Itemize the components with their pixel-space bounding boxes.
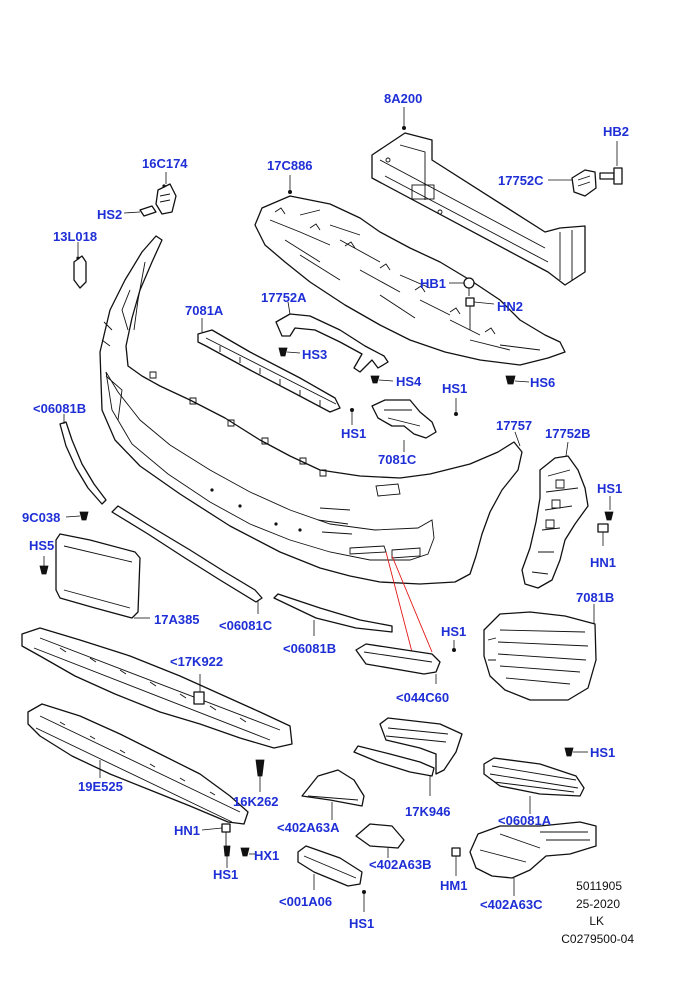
undertray-19e525	[27, 703, 265, 825]
drawing-date: 25-2020	[575, 897, 620, 911]
callout-17a385[interactable]: 17A385	[154, 612, 200, 627]
drawing-initials: LK	[589, 914, 604, 928]
beam-7081a	[197, 318, 341, 413]
callout-hs5[interactable]: HS5	[29, 538, 55, 553]
trim-044c60	[355, 640, 456, 684]
air-deflector-17c886	[254, 175, 566, 366]
callout-17k946[interactable]: 17K946	[405, 804, 451, 819]
callout-hb2[interactable]: HB2	[603, 124, 630, 139]
bracket-17752c	[548, 141, 623, 197]
callout-044c60[interactable]: <044C60	[396, 690, 450, 705]
small-fasteners-upper	[76, 184, 166, 260]
callout-hs1-a[interactable]: HS1	[442, 381, 468, 396]
duct-402a63c	[451, 821, 597, 896]
grille-7081b	[483, 604, 597, 701]
bumper-beam-8a200	[371, 107, 586, 286]
callout-402a63a[interactable]: <402A63A	[277, 820, 340, 835]
fastener-hb1-hn2	[449, 277, 495, 330]
callout-13l018[interactable]: 13L018	[53, 229, 98, 244]
callout-hs4[interactable]: HS4	[396, 374, 422, 389]
callout-06081b-b[interactable]: <06081B	[283, 641, 337, 656]
grille-06081a	[483, 747, 588, 814]
callout-16c174[interactable]: 16C174	[142, 156, 188, 171]
clip-9c038	[65, 511, 89, 521]
callout-9c038[interactable]: 9C038	[22, 510, 61, 525]
callout-8a200[interactable]: 8A200	[384, 91, 423, 106]
bracket-16c174	[123, 172, 177, 217]
red-leader-lines	[385, 551, 433, 653]
callout-402a63c[interactable]: <402A63C	[480, 897, 543, 912]
drawing-reference: C0279500-04	[561, 932, 634, 946]
callout-hs1-f[interactable]: HS1	[213, 867, 239, 882]
callout-17k922[interactable]: <17K922	[170, 654, 224, 669]
callout-7081b[interactable]: 7081B	[576, 590, 615, 605]
fasteners-bottom-left	[201, 823, 256, 868]
drawing-code: 5011905	[576, 879, 622, 893]
callout-06081b-a[interactable]: <06081B	[33, 401, 87, 416]
trim-402a63a	[301, 769, 365, 820]
callout-16k262[interactable]: 16K262	[233, 794, 279, 809]
trim-strip-06081b-lower	[273, 593, 393, 636]
callout-hs2[interactable]: HS2	[97, 207, 123, 222]
callout-402a63b[interactable]: <402A63B	[369, 857, 432, 872]
callout-hx1[interactable]: HX1	[254, 848, 280, 863]
grille-insert-17k946	[379, 717, 463, 775]
bumper-cover-17757	[99, 235, 523, 585]
callout-hs1-e[interactable]: HS1	[590, 745, 616, 760]
undertray-17k922	[21, 627, 293, 749]
callout-hs1-d[interactable]: HS1	[441, 624, 467, 639]
screw-hs6	[505, 375, 530, 385]
bracket-17752a	[275, 301, 394, 384]
callout-17752a[interactable]: 17752A	[261, 290, 307, 305]
callout-17752b[interactable]: 17752B	[545, 426, 591, 441]
callout-17c886[interactable]: 17C886	[267, 158, 313, 173]
bezel-001a06	[297, 845, 366, 912]
trim-strip-06081c	[111, 505, 263, 614]
callout-hn1-b[interactable]: HN1	[174, 823, 201, 838]
callout-17752c[interactable]: 17752C	[498, 173, 544, 188]
callout-001a06[interactable]: <001A06	[279, 894, 333, 909]
callout-17757[interactable]: 17757	[496, 418, 533, 433]
callout-hs1-g[interactable]: HS1	[349, 916, 375, 931]
callout-06081a[interactable]: <06081A	[498, 813, 552, 828]
bracket-7081c	[350, 398, 458, 452]
callout-hm1[interactable]: HM1	[440, 878, 468, 893]
trim-strip-17k946	[353, 745, 435, 796]
callout-hs1-c[interactable]: HS1	[597, 481, 623, 496]
bracket-13l018	[73, 242, 87, 289]
callout-hs3[interactable]: HS3	[302, 347, 328, 362]
callout-7081c[interactable]: 7081C	[378, 452, 417, 467]
trim-strip-06081b-left	[59, 414, 107, 505]
callout-06081c[interactable]: <06081C	[219, 618, 273, 633]
callout-hn1-a[interactable]: HN1	[590, 555, 617, 570]
callout-hs6[interactable]: HS6	[530, 375, 556, 390]
plate-bracket-17a385	[39, 533, 150, 619]
callout-7081a[interactable]: 7081A	[185, 303, 224, 318]
trim-402a63b	[355, 823, 405, 858]
callout-hb1[interactable]: HB1	[420, 276, 447, 291]
callout-19e525[interactable]: 19E525	[78, 779, 123, 794]
callout-hs1-b[interactable]: HS1	[341, 426, 367, 441]
callout-hn2[interactable]: HN2	[497, 299, 524, 314]
bracket-17752b	[521, 441, 614, 589]
